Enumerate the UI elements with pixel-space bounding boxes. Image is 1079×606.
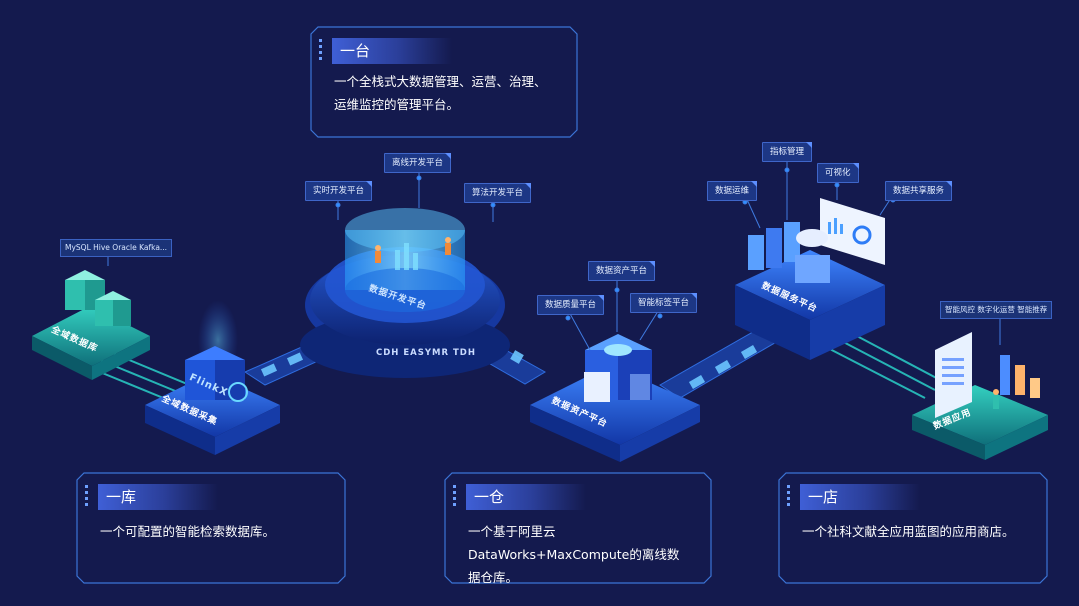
app-platform bbox=[912, 332, 1048, 460]
service-platform bbox=[735, 198, 885, 360]
tag-db-sources: MySQL Hive Oracle Kafka... bbox=[60, 239, 173, 257]
card-right-desc: 一个社科文献全应用蓝图的应用商店。 bbox=[802, 524, 1015, 539]
dashboard-screen-icon bbox=[820, 198, 885, 265]
card-dots-icon bbox=[787, 485, 790, 509]
tag-data-asset: 数据资产平台 bbox=[588, 261, 656, 281]
tag-data-quality: 数据质量平台 bbox=[537, 295, 605, 315]
card-top-title: 一台 bbox=[332, 38, 452, 64]
person-icon bbox=[993, 389, 999, 409]
card-middle-title: 一仓 bbox=[466, 484, 586, 510]
card-right-title: 一店 bbox=[800, 484, 920, 510]
tag-smart-label: 智能标签平台 bbox=[630, 293, 698, 313]
asset-platform bbox=[530, 334, 700, 462]
card-middle: 一仓 一个基于阿里云DataWorks+MaxCompute的离线数据仓库。 bbox=[444, 472, 712, 585]
card-dots-icon bbox=[319, 39, 322, 63]
tag-metric-mgmt: 指标管理 bbox=[762, 142, 813, 162]
tag-algo-dev: 算法开发平台 bbox=[464, 183, 532, 203]
card-right: 一店 一个社科文献全应用蓝图的应用商店。 bbox=[778, 472, 1048, 584]
card-frame bbox=[444, 472, 712, 584]
card-left: 一库 一个可配置的智能检索数据库。 bbox=[76, 472, 346, 584]
card-frame bbox=[310, 26, 578, 138]
tag-data-ops: 数据运维 bbox=[707, 181, 758, 201]
card-top: 一台 一个全栈式大数据管理、运营、治理、运维监控的管理平台。 bbox=[310, 26, 578, 138]
label-ring-text: CDH EASYMR TDH bbox=[376, 348, 476, 358]
server-rack-icon bbox=[748, 222, 800, 270]
card-frame bbox=[76, 472, 346, 584]
card-left-desc: 一个可配置的智能检索数据库。 bbox=[100, 524, 276, 539]
card-dots-icon bbox=[85, 485, 88, 509]
card-frame bbox=[778, 472, 1048, 584]
card-dots-icon bbox=[453, 485, 456, 509]
person-icon bbox=[375, 237, 451, 263]
collect-platform bbox=[145, 300, 280, 455]
card-left-title: 一库 bbox=[98, 484, 218, 510]
tag-visual: 可视化 bbox=[817, 163, 859, 183]
tag-offline-dev: 离线开发平台 bbox=[384, 153, 452, 173]
server-stack-icon bbox=[65, 270, 131, 326]
tag-apps: 智能风控 数字化运营 智能推荐 bbox=[940, 301, 1053, 319]
source-db-platform bbox=[32, 270, 150, 380]
dev-platform bbox=[300, 208, 510, 378]
card-top-desc: 一个全栈式大数据管理、运营、治理、运维监控的管理平台。 bbox=[334, 74, 547, 112]
tag-realtime-dev: 实时开发平台 bbox=[305, 181, 373, 201]
tag-data-share: 数据共享服务 bbox=[885, 181, 953, 201]
card-middle-desc: 一个基于阿里云DataWorks+MaxCompute的离线数据仓库。 bbox=[468, 524, 680, 585]
